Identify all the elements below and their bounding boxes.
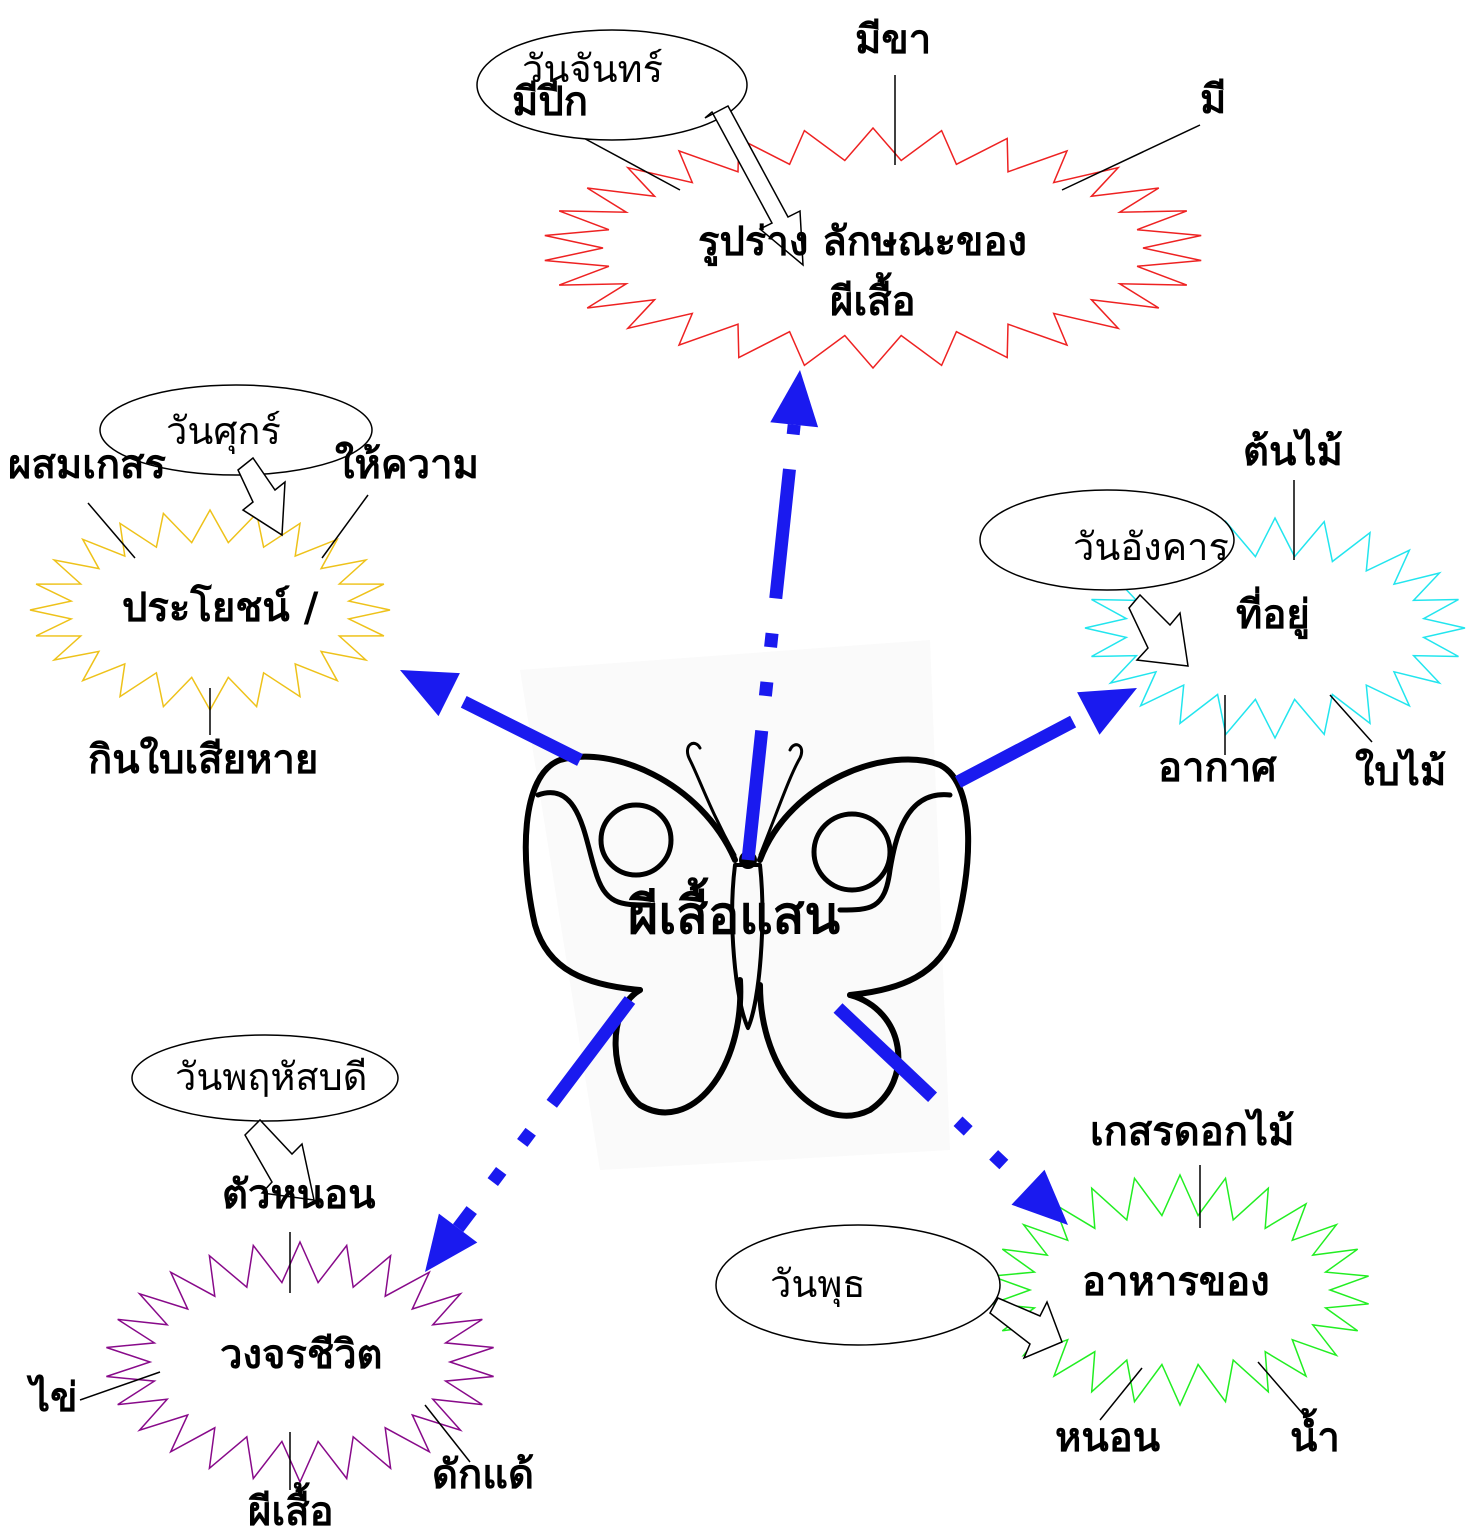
- line-water: [1257, 1361, 1311, 1423]
- appearance-starburst: [544, 126, 1202, 370]
- blue-arrowhead-lifecycle: [425, 1213, 478, 1272]
- day-bubble-monday: [476, 29, 748, 141]
- appearance-day-label: วันจันทร์: [522, 47, 664, 91]
- branch-lines: [79, 75, 1373, 1490]
- lifecycle-title: วงจรชีวิต: [220, 1332, 383, 1378]
- benefit-title: ประโยชน์ /: [122, 585, 319, 631]
- line-has: [1061, 124, 1201, 191]
- appearance-branch-legs: มีขา: [855, 17, 932, 63]
- butterfly-left-wing-vein: [535, 790, 653, 908]
- line-pollinate: [87, 502, 136, 559]
- butterfly-left-upper-wing: [522, 753, 738, 993]
- butterfly-right-wing-vein: [837, 792, 953, 913]
- center-title: ผีเสื้อแสน: [628, 886, 841, 946]
- day-bubble-tuesday: [979, 489, 1235, 591]
- arrow-monday-icon: [704, 104, 804, 267]
- lifecycle-branch-pupa: ดักแด้: [432, 1452, 534, 1498]
- habitat-title: ที่อยู่: [1236, 592, 1310, 638]
- arrow-thursday-icon: [244, 1118, 315, 1201]
- lifecycle-branch-larva: ตัวหนอน: [222, 1172, 376, 1218]
- butterfly-right-antenna: [758, 743, 804, 857]
- lifecycle-starburst: [106, 1240, 494, 1484]
- benefit-branch-eat-leaves: กินใบเสียหาย: [88, 737, 319, 783]
- habitat-day-label: วันอังคาร: [1073, 525, 1229, 569]
- arrow-wednesday-icon: [989, 1297, 1063, 1360]
- day-bubble-friday: [99, 384, 373, 476]
- butterfly-left-eyespot: [598, 802, 674, 878]
- benefit-branch-pollinate: ผสมเกสร: [8, 442, 167, 488]
- arrow-tuesday-icon: [1128, 593, 1189, 667]
- benefit-day-label: วันศุกร์: [166, 409, 281, 453]
- day-bubbles: [99, 29, 1235, 1346]
- habitat-branch-air: อากาศ: [1158, 745, 1277, 791]
- appearance-branch-wings: มีปีก: [512, 79, 588, 125]
- blue-arrowhead-food: [1011, 1169, 1068, 1225]
- line-give: [321, 494, 369, 559]
- food-branch-pollen: เกสรดอกไม้: [1090, 1109, 1295, 1155]
- blue-arrow-shaft-food: [833, 1003, 1033, 1192]
- butterfly-right-upper-wing: [757, 756, 972, 998]
- food-title: อาหารของ: [1082, 1259, 1270, 1305]
- line-leaf: [1329, 694, 1373, 743]
- butterfly-right-lower-wing: [757, 982, 902, 1119]
- habitat-branch-leaf: ใบไม้: [1355, 749, 1447, 795]
- day-bubble-thursday: [131, 1034, 399, 1122]
- line-egg: [79, 1371, 161, 1401]
- food-branch-worm: หนอน: [1055, 1415, 1161, 1461]
- day-bubble-wednesday: [715, 1224, 1001, 1346]
- butterfly-right-eyespot: [811, 811, 893, 893]
- appearance-branch-has: มี: [1200, 77, 1227, 123]
- food-day-label: วันพุธ: [770, 1262, 866, 1306]
- arrow-friday-icon: [237, 456, 286, 537]
- food-branch-water: น้ำ: [1290, 1415, 1340, 1461]
- line-worm: [1099, 1367, 1143, 1421]
- butterfly-left-antenna: [685, 741, 737, 857]
- appearance-title-line1: รูปร่าง ลักษณะของ: [698, 219, 1027, 265]
- line-wings: [577, 134, 681, 191]
- blue-arrowhead-appearance: [770, 370, 819, 428]
- blue-arrow-shaft-benefit: [446, 688, 583, 766]
- lifecycle-branch-egg: ไข่: [30, 1375, 78, 1421]
- blue-arrow-shaft-habitat: [954, 707, 1092, 788]
- day-arrows: [237, 104, 1189, 1360]
- blue-arrow-shaft-lifecycle: [452, 996, 636, 1232]
- habitat-branch-tree: ต้นไม้: [1243, 429, 1343, 475]
- lifecycle-branch-butterfly: ผีเสื้อ: [248, 1489, 334, 1535]
- benefit-branch-give: ให้ความ: [335, 442, 479, 488]
- butterfly-body: [730, 863, 765, 1030]
- lifecycle-day-label: วันพฤหัสบดี: [175, 1055, 368, 1099]
- food-starburst: [991, 1173, 1369, 1407]
- blue-arrowhead-habitat: [1077, 688, 1137, 735]
- blue-arrowhead-benefit: [400, 670, 460, 717]
- line-pupa: [424, 1404, 471, 1463]
- blue-connector-arrows: [400, 370, 1137, 1272]
- appearance-title-line2: ผีเสื้อ: [830, 279, 916, 325]
- blue-arrow-shaft-appearance: [741, 424, 801, 861]
